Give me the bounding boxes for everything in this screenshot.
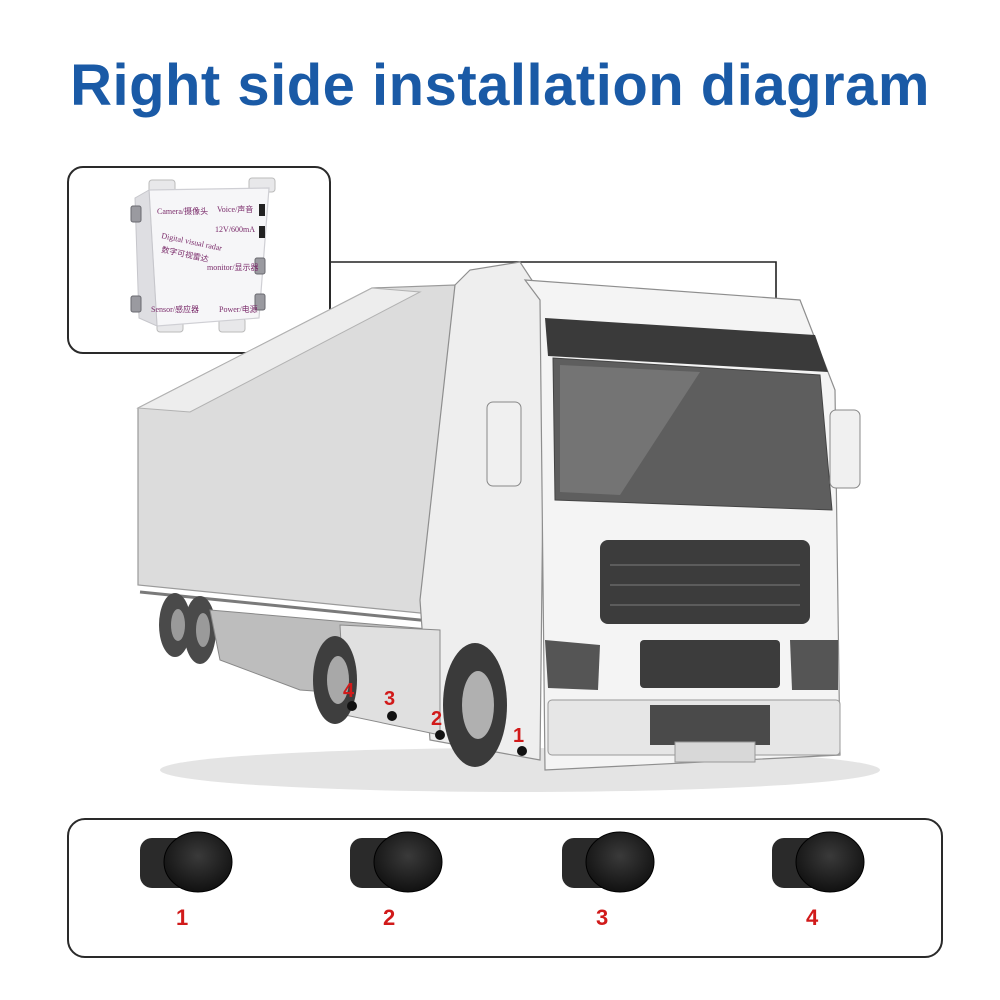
control-box-inset: Camera/摄像头 Voice/声音 12V/600mA Digital vi… [67, 166, 331, 354]
control-box-image: Camera/摄像头 Voice/声音 12V/600mA Digital vi… [130, 177, 276, 333]
sensor-label-4: 4 [806, 905, 819, 930]
truck-point-label-3: 3 [384, 688, 395, 710]
sensor-3: 3 [562, 831, 655, 930]
box-label-power-rating: 12V/600mA [215, 225, 255, 234]
truck-point-label-2: 2 [431, 708, 442, 730]
box-label-sensor: Sensor/感应器 [151, 304, 199, 314]
sensor-label-3: 3 [596, 905, 608, 930]
box-label-power: Power/电源 [219, 304, 258, 314]
sensor-label-2: 2 [383, 905, 395, 930]
box-label-monitor: monitor/显示器 [207, 263, 259, 272]
box-label-voice: Voice/声音 [217, 204, 253, 214]
box-label-camera: Camera/摄像头 [157, 206, 208, 216]
truck-point-label-4: 4 [343, 680, 355, 702]
sensor-4: 4 [772, 831, 865, 930]
sensor-1: 1 [140, 831, 233, 930]
truck-point-label-1: 1 [513, 725, 524, 747]
page-title: Right side installation diagram [70, 53, 930, 118]
sensor-label-1: 1 [176, 905, 188, 930]
sensor-2: 2 [350, 831, 443, 930]
